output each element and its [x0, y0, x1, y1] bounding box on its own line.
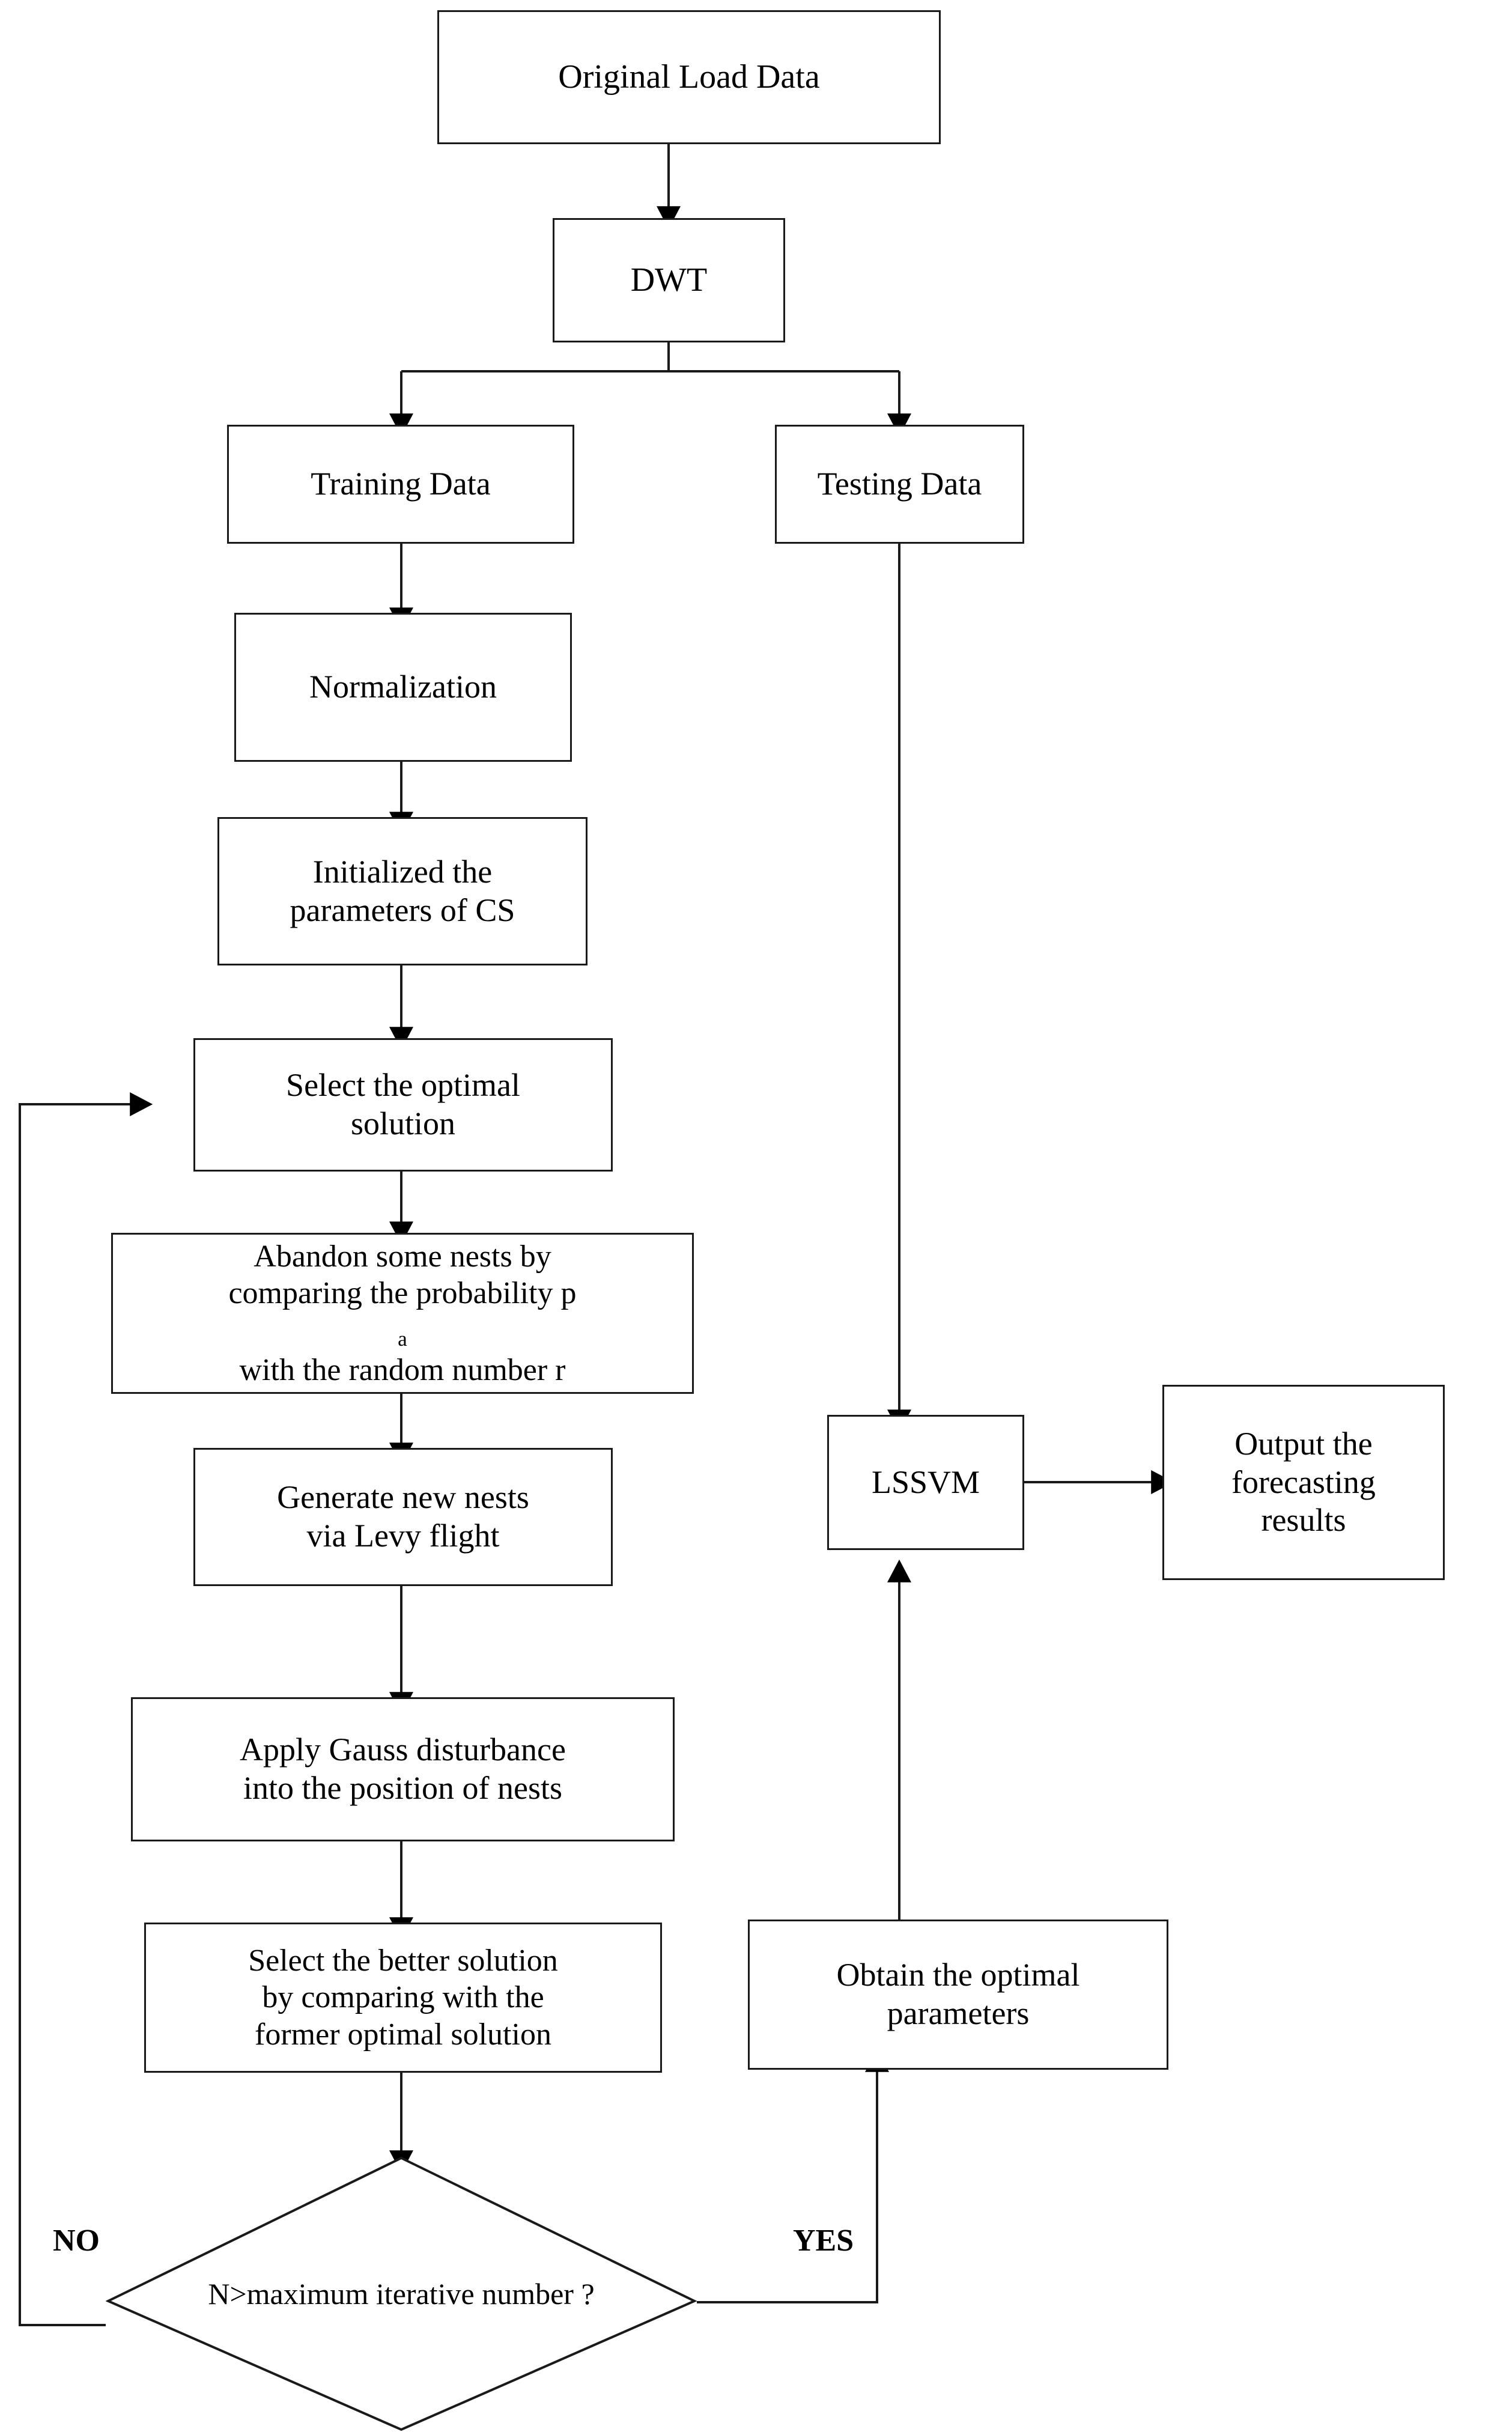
edge-no-loop-to-select-optimal	[19, 1092, 153, 2326]
node-obtain-optimal-parameters[interactable]: Obtain the optimal parameters	[748, 1920, 1168, 2070]
node-obtain-line2: parameters	[887, 1995, 1030, 2031]
node-abandon-nests[interactable]: Abandon some nests by comparing the prob…	[111, 1233, 694, 1394]
node-initialized-line1: Initialized the	[312, 853, 493, 890]
node-output-line3: results	[1261, 1502, 1346, 1539]
decision-diamond-shape	[106, 2156, 697, 2431]
node-generate-new-nests[interactable]: Generate new nests via Levy flight	[193, 1448, 613, 1586]
node-training-data[interactable]: Training Data	[227, 425, 574, 544]
node-original-load-data-label: Original Load Data	[558, 58, 820, 96]
node-training-data-label: Training Data	[311, 466, 491, 502]
node-select-optimal-solution[interactable]: Select the optimal solution	[193, 1038, 613, 1172]
node-decision-max-iteration[interactable]: N>maximum iterative number ?	[106, 2156, 697, 2432]
node-gauss-line2: into the position of nests	[243, 1770, 562, 1806]
node-output-line1: Output the	[1234, 1425, 1373, 1462]
node-testing-data-label: Testing Data	[817, 466, 982, 502]
node-abandon-line2-text: comparing the probability p	[228, 1276, 577, 1311]
node-abandon-subscript: a	[398, 1327, 407, 1351]
node-normalization-label: Normalization	[309, 669, 497, 705]
node-generate-line1: Generate new nests	[277, 1479, 529, 1516]
node-dwt[interactable]: DWT	[553, 218, 785, 342]
node-abandon-line3: with the random number r	[239, 1352, 566, 1387]
node-decision-line1: N>maximum iterative	[208, 2277, 475, 2311]
node-abandon-line1: Abandon some nests by	[254, 1239, 551, 1274]
node-testing-data[interactable]: Testing Data	[775, 425, 1024, 544]
node-initialized-line2: parameters of CS	[290, 892, 515, 928]
edge-yes-to-obtain	[697, 2076, 878, 2303]
edge-label-yes: YES	[793, 2224, 854, 2258]
node-lssvm-label: LSSVM	[871, 1464, 980, 1500]
node-abandon-line2: comparing the probability p a	[216, 1275, 588, 1352]
node-output-forecasting-results[interactable]: Output the forecasting results	[1162, 1385, 1445, 1580]
node-apply-gauss-disturbance[interactable]: Apply Gauss disturbance into the positio…	[131, 1697, 675, 1841]
node-normalization[interactable]: Normalization	[234, 613, 572, 762]
node-lssvm[interactable]: LSSVM	[827, 1415, 1024, 1550]
node-obtain-line1: Obtain the optimal	[836, 1957, 1080, 1993]
node-better-line2: by comparing with the	[262, 1980, 544, 2015]
node-dwt-label: DWT	[630, 261, 708, 299]
node-decision-line2: number ?	[482, 2277, 595, 2311]
node-select-better-solution[interactable]: Select the better solution by comparing …	[144, 1923, 662, 2073]
node-gauss-line1: Apply Gauss disturbance	[240, 1731, 566, 1768]
node-generate-line2: via Levy flight	[306, 1518, 500, 1554]
node-initialized-parameters-cs[interactable]: Initialized the parameters of CS	[217, 817, 587, 965]
node-select-optimal-line1: Select the optimal	[286, 1067, 520, 1104]
node-better-line1: Select the better solution	[248, 1943, 558, 1978]
node-select-optimal-line2: solution	[350, 1105, 456, 1142]
edge-label-no: NO	[53, 2224, 100, 2258]
node-original-load-data[interactable]: Original Load Data	[437, 10, 941, 144]
node-output-line2: forecasting	[1231, 1464, 1376, 1500]
node-better-line3: former optimal solution	[255, 2017, 551, 2052]
